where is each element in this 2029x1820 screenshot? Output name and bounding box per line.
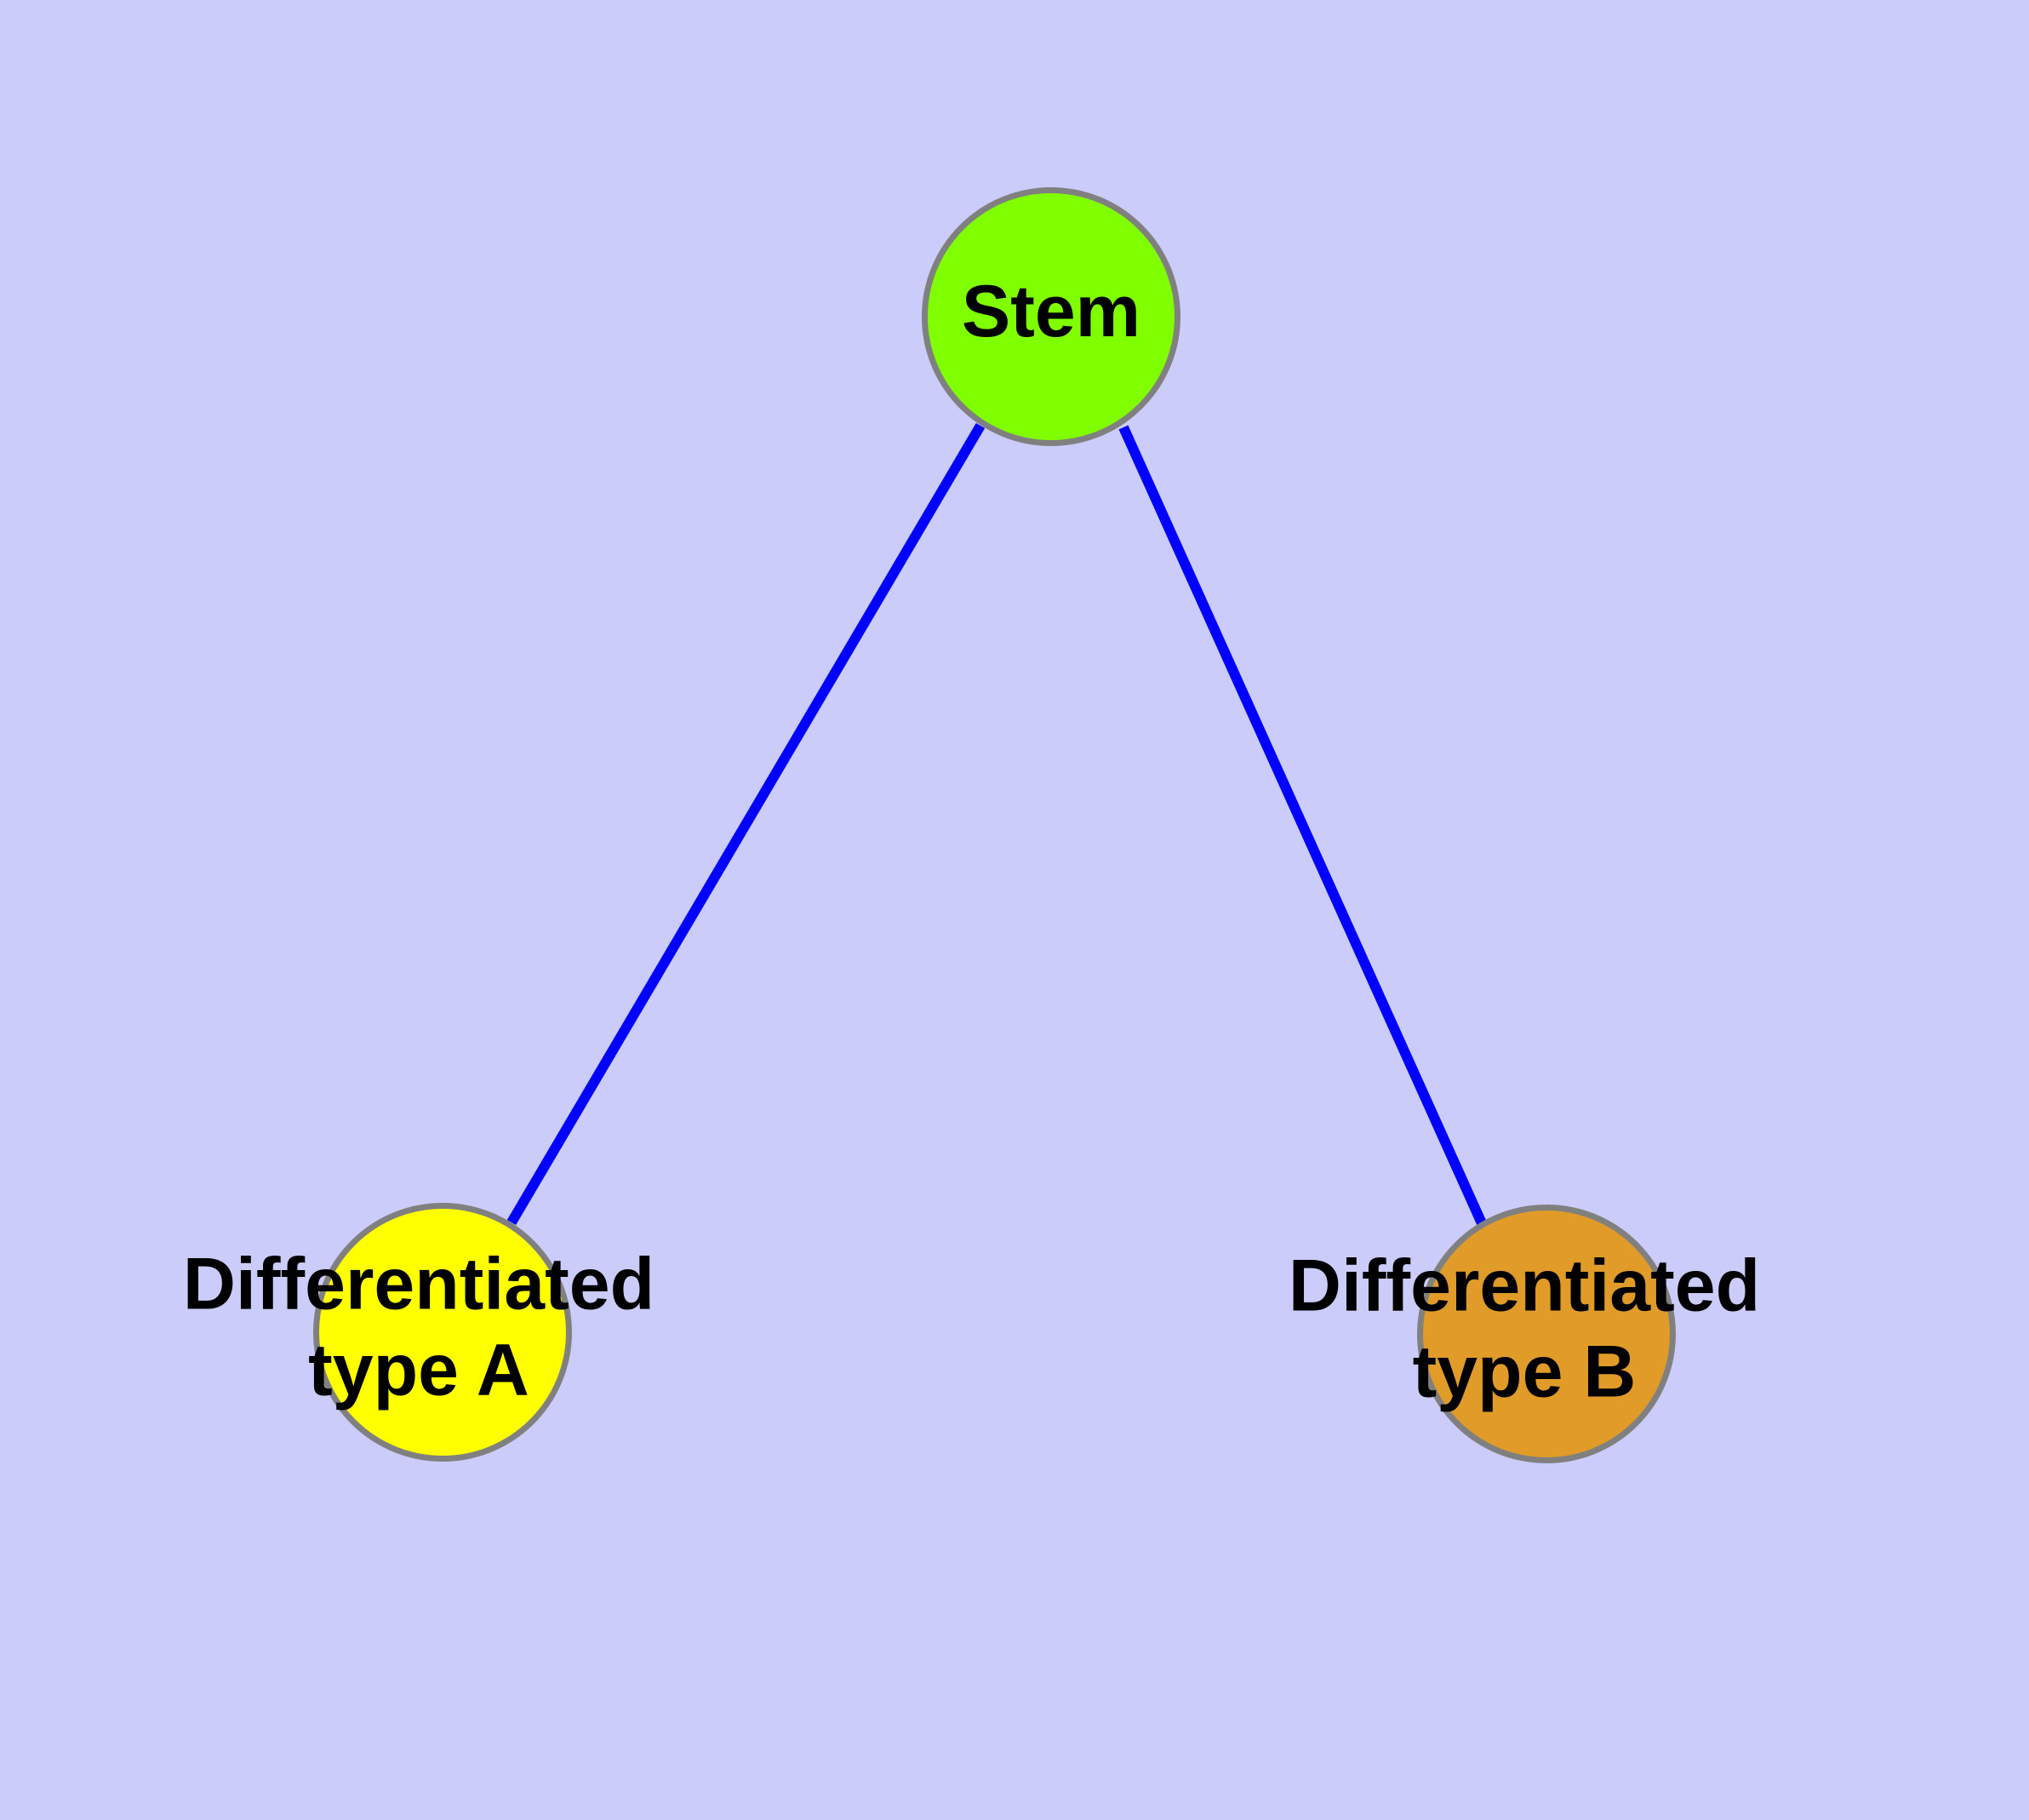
node-label-line: Differentiated xyxy=(183,1243,654,1325)
node-label-line: Differentiated xyxy=(1289,1245,1760,1326)
node-stem[interactable] xyxy=(922,187,1180,446)
node-label-line: type B xyxy=(1413,1331,1637,1412)
edge-stem-to-diff-a xyxy=(506,422,986,1226)
node-label-stem: Stem xyxy=(962,271,1140,352)
edge-stem-to-diff-b xyxy=(1118,425,1487,1226)
node-diff-a[interactable] xyxy=(313,1203,572,1462)
node-label-line: Stem xyxy=(962,271,1140,352)
node-label-line: type A xyxy=(308,1329,529,1411)
node-diff-b[interactable] xyxy=(1417,1205,1676,1463)
nodes-layer xyxy=(313,187,1676,1463)
edges-layer xyxy=(506,422,1487,1226)
